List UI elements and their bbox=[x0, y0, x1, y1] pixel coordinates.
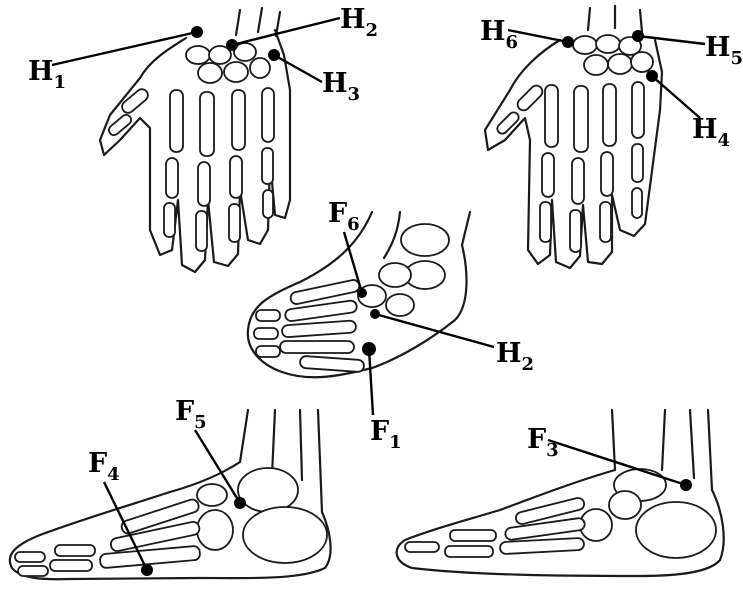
point-dot bbox=[357, 288, 367, 298]
leader-line bbox=[232, 18, 340, 45]
forearm-lines bbox=[236, 8, 280, 36]
point-dot bbox=[562, 36, 574, 48]
carpal-bone bbox=[186, 46, 210, 64]
point-dot bbox=[632, 30, 644, 42]
tarsal-bone bbox=[609, 491, 641, 519]
right-foot bbox=[397, 410, 724, 576]
label-F2: H2 bbox=[496, 338, 534, 375]
finger-bones bbox=[107, 87, 274, 251]
carpal-bone bbox=[224, 62, 248, 82]
label-H3: H3 bbox=[322, 68, 360, 105]
carpal-bone bbox=[250, 58, 270, 78]
marker-F3: F3 bbox=[527, 424, 692, 491]
tarsal-bone bbox=[197, 484, 227, 506]
carpal-bone bbox=[573, 36, 597, 54]
calcaneus-bone bbox=[636, 502, 716, 558]
carpal-bone bbox=[198, 63, 222, 83]
point-dot bbox=[226, 39, 238, 51]
leader-line bbox=[369, 349, 373, 415]
point-dot bbox=[141, 564, 153, 576]
finger-bones bbox=[495, 82, 644, 252]
label-H4: H4 bbox=[692, 114, 730, 151]
point-dot bbox=[370, 309, 380, 319]
carpal-bone bbox=[631, 52, 653, 72]
toe-bones bbox=[254, 279, 364, 372]
toe-bones bbox=[15, 498, 200, 576]
marker-H6: H6 bbox=[480, 16, 574, 53]
point-dot bbox=[234, 497, 246, 509]
calcaneus-bone bbox=[243, 507, 327, 563]
carpal-bone bbox=[608, 54, 632, 74]
talus-bone bbox=[238, 468, 298, 512]
ankle-line bbox=[384, 212, 400, 258]
label-F3: F3 bbox=[527, 424, 559, 461]
marker-H1: H1 bbox=[28, 26, 203, 93]
point-dot bbox=[680, 479, 692, 491]
forearm-lines bbox=[588, 6, 642, 32]
label-F4: F4 bbox=[88, 448, 120, 485]
leader-line bbox=[375, 314, 494, 347]
talus-bone bbox=[401, 224, 449, 256]
point-dot bbox=[362, 342, 376, 356]
label-H1: H1 bbox=[28, 56, 66, 93]
tarsal-bone bbox=[379, 263, 411, 287]
point-dot bbox=[191, 26, 203, 38]
marker-H3: H3 bbox=[268, 49, 360, 105]
leg-bone-lines bbox=[662, 410, 694, 478]
carpal-bone bbox=[584, 55, 608, 75]
tarsal-bone bbox=[386, 294, 414, 316]
left-foot bbox=[10, 410, 331, 579]
marker-F2: H2 bbox=[370, 309, 534, 375]
label-F6: F6 bbox=[328, 198, 360, 235]
label-H2: H2 bbox=[340, 4, 378, 41]
label-F1: F1 bbox=[370, 416, 402, 453]
point-dot bbox=[646, 70, 658, 82]
leader-line bbox=[52, 32, 197, 65]
leader-line bbox=[638, 36, 705, 44]
label-F5: F5 bbox=[175, 396, 207, 433]
marker-H4: H4 bbox=[646, 70, 730, 151]
tarsal-bone bbox=[197, 510, 233, 550]
toe-bones bbox=[405, 497, 585, 557]
carpal-bone bbox=[596, 35, 620, 53]
point-dot bbox=[268, 49, 280, 61]
leader-line bbox=[274, 55, 322, 82]
label-H6: H6 bbox=[480, 16, 518, 53]
label-H5: H5 bbox=[705, 32, 743, 69]
